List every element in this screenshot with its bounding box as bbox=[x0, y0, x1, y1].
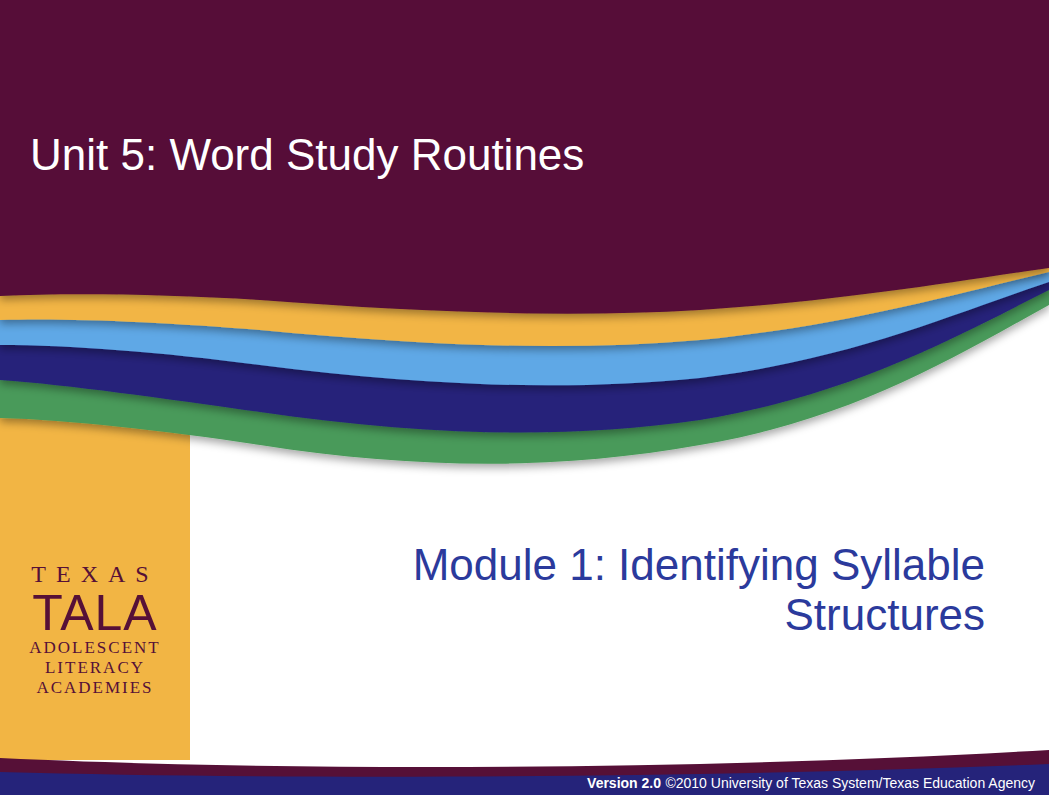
bottom-bar bbox=[0, 764, 1049, 795]
logo-band: TEXASTALAADOLESCENT LITERACY ACADEMIES bbox=[0, 560, 190, 698]
version-note: Version 2.0 bbox=[587, 774, 661, 792]
green-wave bbox=[0, 0, 1049, 464]
logo-text: ADOLESCENT LITERACY ACADEMIES bbox=[14, 638, 176, 698]
slide-title: Unit 5: Word Study Routines bbox=[30, 130, 584, 180]
dark-blue-wave bbox=[0, 0, 1049, 432]
logo-band bbox=[0, 380, 190, 760]
logo-text: TEXAS bbox=[14, 560, 176, 588]
maroon-header bbox=[0, 0, 1049, 314]
light-blue-wave bbox=[0, 0, 1049, 385]
logo-wordmark: TALA bbox=[14, 588, 176, 638]
module-title: Module 1: Identifying Syllable Structure… bbox=[401, 540, 985, 640]
copyright-note: ©2010 University of Texas System/Texas E… bbox=[665, 774, 1035, 792]
bottom-maroon-strip bbox=[0, 750, 1049, 795]
yellow-wave bbox=[0, 0, 1049, 346]
